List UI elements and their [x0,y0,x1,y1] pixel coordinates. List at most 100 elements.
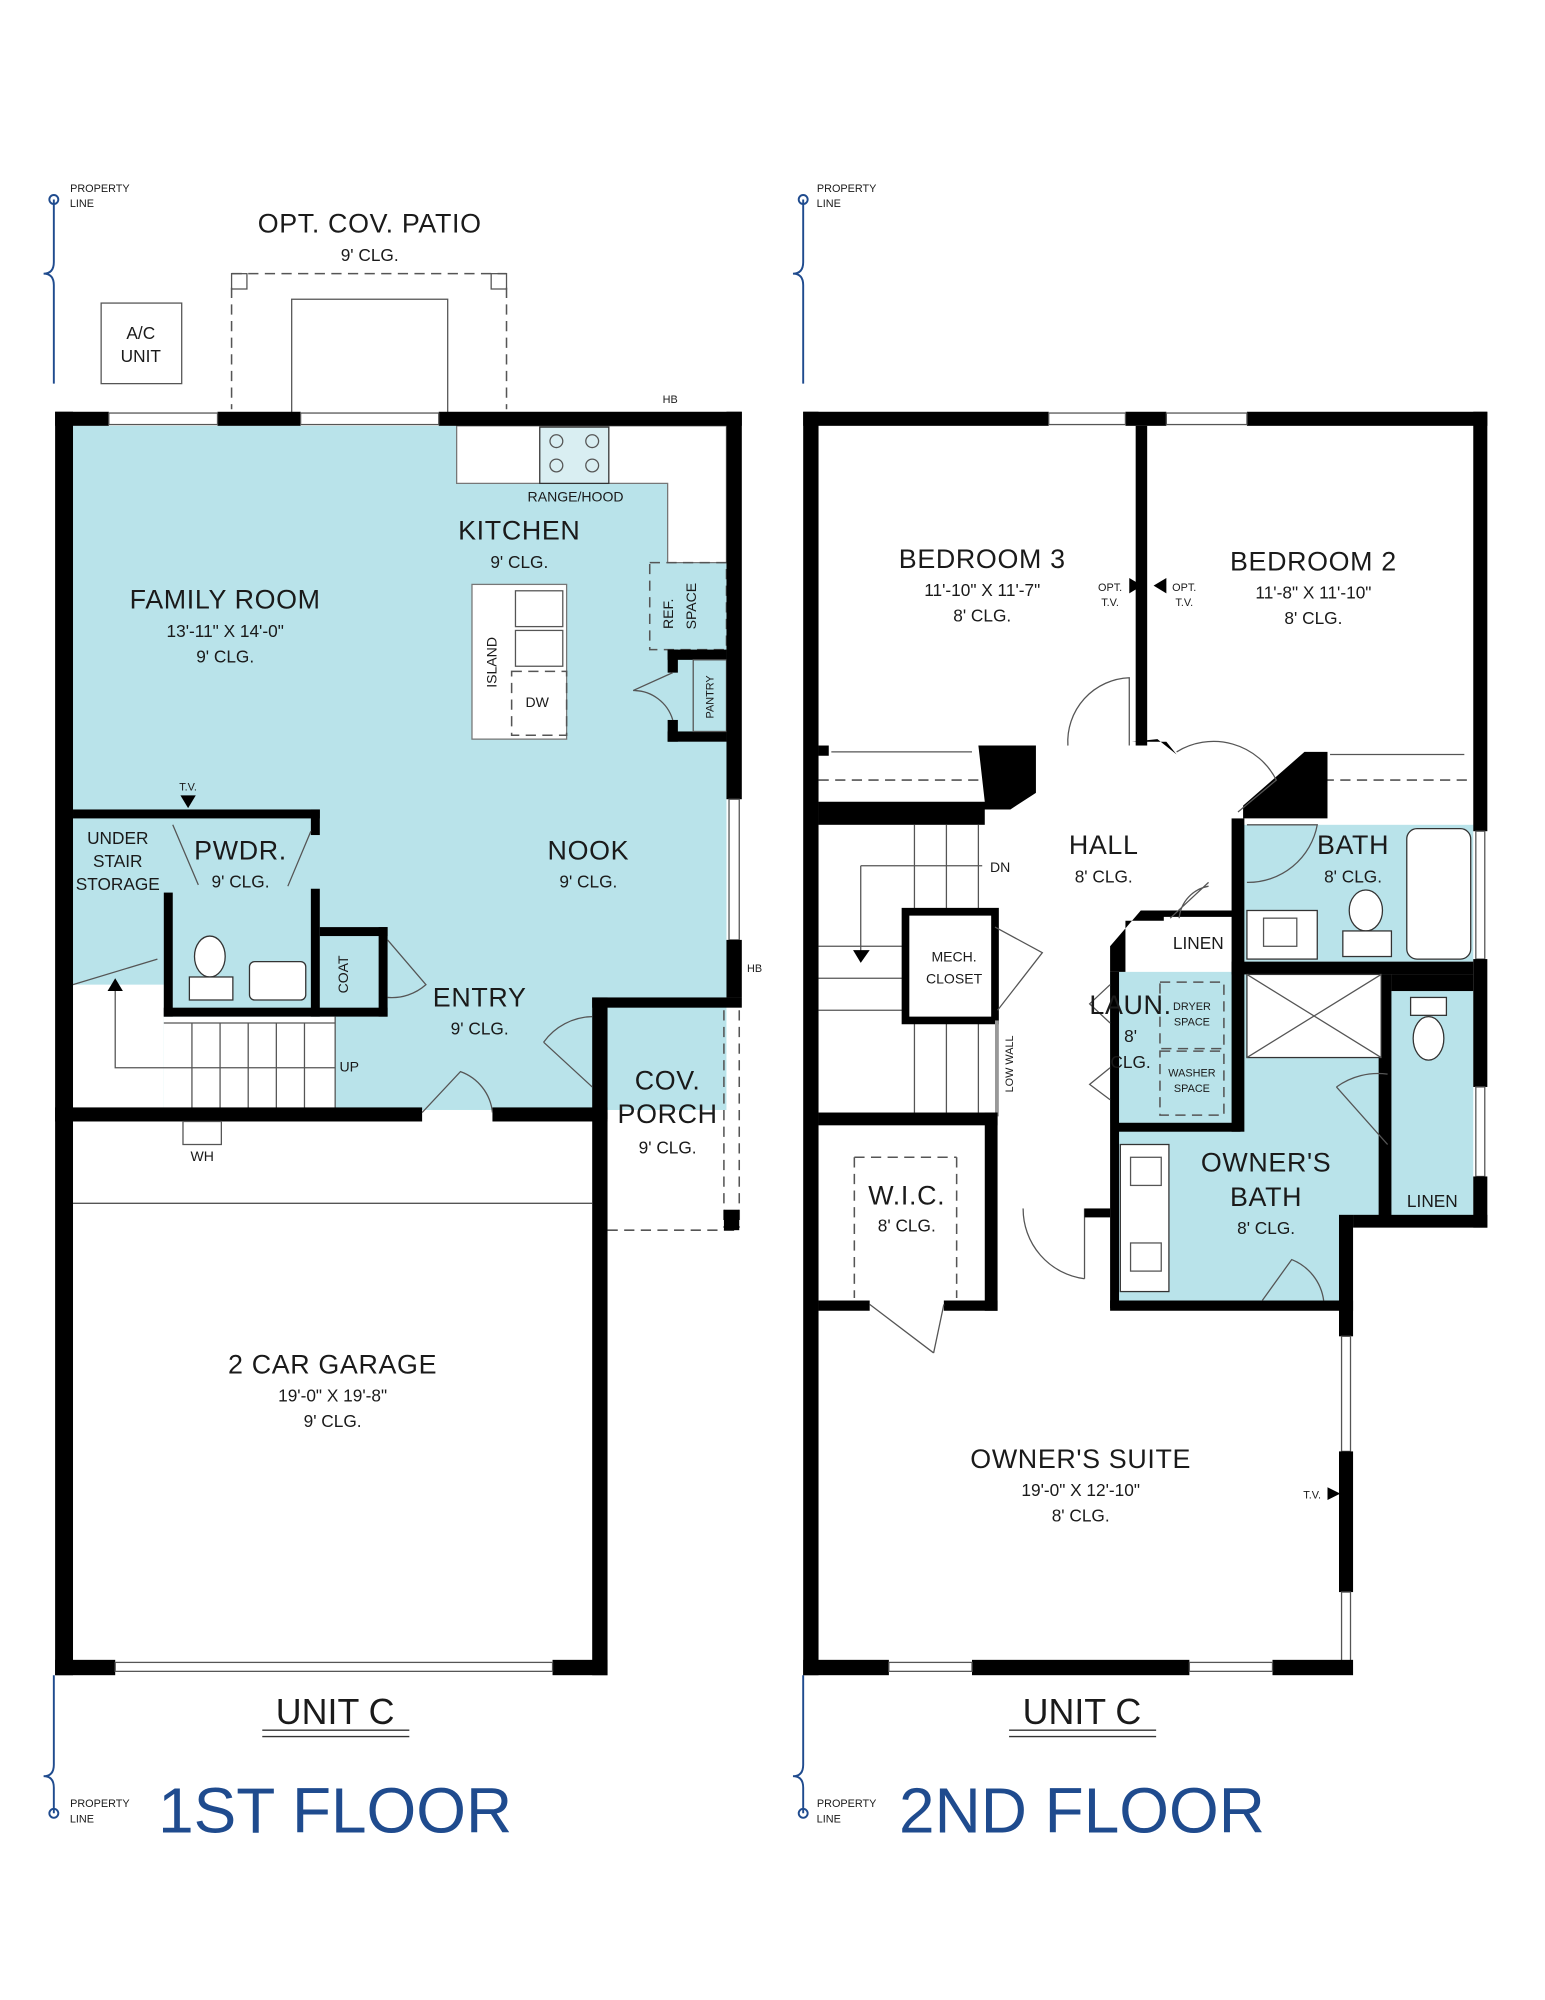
property-line-marker: PROPERTY LINE PROPERTY LINE [792,183,877,1825]
laundry-ceiling: CLG. [1110,1052,1150,1072]
property-line-label: PROPERTY [817,183,877,195]
window [1048,412,1127,426]
tv-marker-icon [180,795,196,809]
floor-title: 1ST FLOOR [158,1774,512,1846]
living-area-fill [73,425,727,1110]
tv-marker-icon [1327,1487,1341,1500]
opt-tv-label: T.V. [1101,597,1119,609]
owners-suite-dims: 19'-0" X 12'-10" [1021,1480,1140,1500]
owners-suite-label: OWNER'S SUITE [970,1444,1191,1474]
property-line-label: PROPERTY [817,1798,877,1810]
wic-door[interactable] [869,1303,945,1354]
bedroom2-label: BEDROOM 2 [1230,546,1397,576]
floor-title: 2ND FLOOR [899,1774,1265,1846]
low-wall-label: LOW WALL [1004,1035,1016,1092]
property-line-label: LINE [817,198,841,210]
wic-ceiling: 8' CLG. [878,1215,936,1235]
range-label: RANGE/HOOD [528,488,624,504]
range-hood [539,426,610,485]
ref-label: SPACE [683,583,699,630]
laundry-ceiling: 8' [1124,1026,1137,1046]
property-line-label: PROPERTY [70,1798,130,1810]
hose-bib-label: HB [747,963,762,975]
ac-label: A/C [126,323,155,343]
mech-closet [901,907,999,1025]
porch-label: COV. [635,1066,701,1096]
patio-ceiling: 9' CLG. [341,245,399,265]
bedroom2-ceiling: 8' CLG. [1284,608,1342,628]
mech-closet-label: MECH. [931,949,976,965]
water-heater-label: WH [190,1148,213,1164]
pwdr-doors[interactable] [172,824,312,887]
unit-label: UNIT C [1023,1692,1142,1732]
window [1165,412,1248,426]
kitchen-ceiling: 9' CLG. [490,552,548,572]
sink-icon [1262,917,1298,947]
up-label: UP [339,1059,359,1075]
laundry-label: LAUN. [1089,990,1171,1020]
family-room-dims: 13'-11" X 14'-0" [167,621,284,641]
hall-door[interactable] [1022,1208,1086,1280]
dishwasher-label: DW [526,694,550,710]
bedroom3-label: BEDROOM 3 [899,544,1066,574]
linen-label: LINEN [1173,933,1224,953]
garage-dims: 19'-0" X 19'-8" [278,1386,387,1406]
closet-doors[interactable] [831,751,1465,756]
opt-tv-label: OPT. [1172,582,1196,594]
patio-slab [291,298,449,415]
mech-closet-door[interactable] [994,926,1044,1011]
opt-tv-label: OPT. [1098,582,1122,594]
porch-ceiling: 9' CLG. [639,1137,697,1157]
bedroom3-ceiling: 8' CLG. [953,605,1011,625]
tv-label: T.V. [179,781,197,793]
bathtub [1406,828,1472,960]
patio-door[interactable] [299,412,440,426]
mech-closet-label: CLOSET [926,970,983,986]
bedroom2-dims: 11'-8" X 11'-10" [1255,582,1371,602]
coat-closet-label: COAT [335,955,351,993]
bedroom2-door[interactable] [1176,740,1278,813]
property-line-label: LINE [70,1813,94,1825]
tv-label: T.V. [1303,1490,1321,1502]
laundry-fill [1110,971,1232,1123]
washer-space-label: WASHER [1168,1068,1215,1080]
pantry-door[interactable] [632,672,674,721]
porch-label: PORCH [618,1099,718,1129]
laundry-doors[interactable] [1088,984,1111,1101]
under-stair-label: STORAGE [76,874,160,894]
stair-up[interactable] [72,958,336,1110]
washer-space-label: SPACE [1174,1083,1210,1095]
bedroom3-door[interactable] [1067,677,1130,746]
entry-ceiling: 9' CLG. [451,1019,509,1039]
tv-marker-icon [1129,578,1167,594]
bath-ceiling: 8' CLG. [1324,866,1382,886]
ac-unit [100,302,183,385]
sink-icon [248,960,307,1001]
family-room-ceiling: 9' CLG. [196,646,254,666]
stair-down[interactable] [818,824,983,1113]
hall-ceiling: 8' CLG. [1075,866,1133,886]
garage-door-interior[interactable] [421,1070,494,1113]
kitchen-label: KITCHEN [458,516,580,546]
owners-bath-label: BATH [1230,1182,1302,1212]
bedroom3-dims: 11'-10" X 11'-7" [924,580,1040,600]
bath-label: BATH [1317,830,1389,860]
bath-door[interactable] [1246,824,1319,883]
owners-bath-door[interactable] [1261,1258,1325,1301]
hall-label: HALL [1069,830,1139,860]
wic-label: W.I.C. [868,1181,945,1211]
ac-label: UNIT [121,346,162,366]
patio-label: OPT. COV. PATIO [258,209,482,239]
linen-label: LINEN [1407,1191,1458,1211]
property-line-marker: PROPERTY LINE PROPERTY LINE [43,183,130,1825]
ref-label: REF. [660,599,676,629]
island-label: ISLAND [483,637,499,688]
garage-door[interactable] [114,1661,554,1672]
opt-tv-label: T.V. [1175,597,1193,609]
nook-label: NOOK [548,835,630,865]
unit-label: UNIT C [276,1692,395,1732]
hose-bib-label: HB [663,394,678,406]
family-room-label: FAMILY ROOM [130,585,321,615]
entry-door[interactable] [543,1015,593,1088]
